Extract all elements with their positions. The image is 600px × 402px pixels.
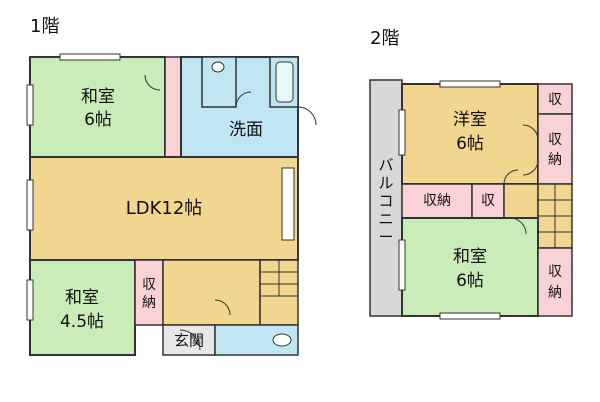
room-washitsu-45 bbox=[29, 259, 136, 356]
stair-steps-1f bbox=[260, 260, 298, 297]
label-shuno-2f-rt-a: 収 bbox=[548, 132, 562, 148]
hall-2f bbox=[503, 183, 539, 219]
storage-1f-top bbox=[164, 56, 182, 158]
room-washitsu-6 bbox=[29, 56, 166, 158]
door-swing-1 bbox=[179, 329, 201, 351]
window-2f-left-bottom bbox=[398, 239, 406, 291]
toilet-1f-fixture bbox=[272, 333, 292, 347]
window-1f-ldk bbox=[26, 179, 34, 231]
label-washitsu-6-size: 6帖 bbox=[84, 110, 112, 130]
label-washitsu-45-size: 4.5帖 bbox=[60, 312, 104, 332]
room-youshitsu bbox=[401, 83, 539, 185]
svg-text:バ: バ bbox=[378, 156, 393, 174]
label-youshitsu-size: 6帖 bbox=[456, 134, 484, 154]
window-1f-bottom bbox=[26, 279, 34, 321]
label-balcony: バ ル コ ニ ー bbox=[378, 156, 393, 246]
svg-text:ル: ル bbox=[378, 174, 393, 192]
toilet-fixture bbox=[211, 61, 225, 73]
storage-1f-mid bbox=[134, 259, 164, 326]
floor-1-title: 1階 bbox=[30, 16, 59, 37]
door-swing-3 bbox=[144, 74, 161, 91]
floor-2-title: 2階 bbox=[370, 28, 399, 49]
svg-text:ー: ー bbox=[378, 228, 393, 246]
window-2f-top bbox=[439, 80, 501, 88]
window-1f-top bbox=[59, 53, 121, 61]
door-swing-2f-3 bbox=[509, 217, 527, 235]
label-youshitsu: 洋室 bbox=[453, 110, 487, 130]
label-shuno-2f-rb-a: 収 bbox=[548, 264, 562, 280]
label-shuno-1f-a: 収 bbox=[142, 277, 156, 293]
floor-2: 洋室 6帖 和室 6帖 収納 収 収 収 納 収 納 バ ル コ ニ ー bbox=[369, 79, 573, 320]
storage-2f-right-top bbox=[537, 113, 573, 185]
svg-text:コ: コ bbox=[378, 192, 393, 210]
door-swing-5 bbox=[235, 91, 252, 108]
label-senmen: 洗面 bbox=[229, 120, 263, 140]
label-washitsu-6: 和室 bbox=[81, 87, 115, 107]
window-2f-left-top bbox=[398, 109, 406, 156]
label-washitsu-2f: 和室 bbox=[453, 247, 487, 267]
storage-2f-right-bottom bbox=[537, 247, 573, 317]
label-shuno-2f-rb-b: 納 bbox=[548, 285, 562, 301]
stair-steps-2f bbox=[538, 184, 572, 248]
label-genkan: 玄関 bbox=[174, 332, 204, 350]
label-shuno-2f-mid: 収納 bbox=[423, 193, 451, 209]
bathtub bbox=[275, 61, 294, 103]
label-shu-2f-mid: 収 bbox=[481, 193, 495, 209]
door-swing-2 bbox=[297, 106, 317, 126]
svg-text:ニ: ニ bbox=[378, 210, 393, 228]
label-ldk: LDK12帖 bbox=[126, 198, 203, 219]
floor-1: 和室 6帖 洗面 LDK12帖 和室 4.5帖 収 納 玄関 bbox=[26, 53, 317, 356]
entrance-genkan bbox=[162, 324, 216, 356]
door-swing-2f-2 bbox=[522, 159, 539, 176]
label-washitsu-2f-size: 6帖 bbox=[456, 271, 484, 291]
label-shuno-2f-rt-b: 納 bbox=[548, 152, 562, 168]
label-shuno-1f-b: 納 bbox=[142, 295, 156, 311]
window-2f-bottom bbox=[439, 312, 501, 320]
label-shu-2f-top: 収 bbox=[548, 92, 562, 108]
door-swing-2f-4 bbox=[503, 169, 519, 185]
door-swing-4 bbox=[214, 299, 231, 316]
room-washitsu-2f bbox=[401, 217, 539, 317]
room-ldk bbox=[29, 156, 299, 261]
kitchen-counter bbox=[281, 167, 295, 241]
door-swing-2f-1 bbox=[522, 124, 539, 141]
label-washitsu-45: 和室 bbox=[65, 288, 99, 308]
storage-2f-mid-small bbox=[471, 183, 505, 219]
window-1f-left bbox=[26, 84, 34, 126]
hallway-1f bbox=[162, 259, 261, 326]
